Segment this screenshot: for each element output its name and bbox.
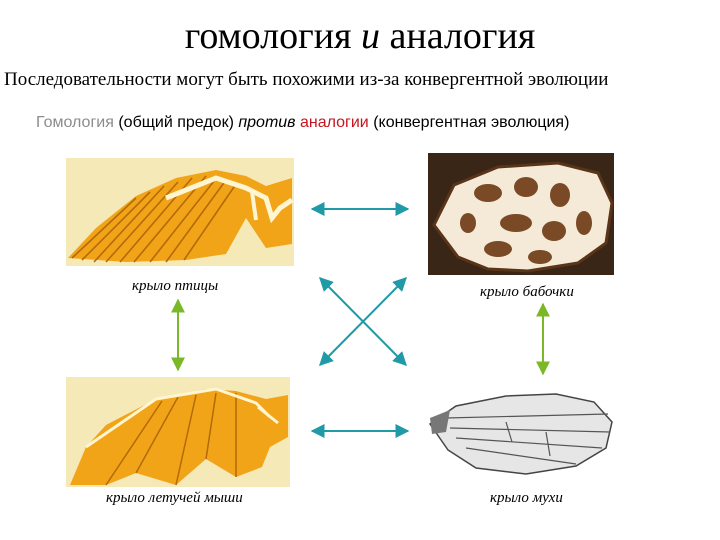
title-homology: гомология [184,15,352,57]
title-analogy: аналогия [389,15,536,57]
caption-bat-wing: крыло летучей мыши [106,490,243,506]
caption-butterfly-wing: крыло бабочки [480,284,574,300]
legend-line: Гомология (общий предок) против аналогии… [36,112,716,134]
legend-common-ancestor: (общий предок) [118,114,234,131]
analogy-arrow-diagonal-2 [319,277,407,366]
caption-fly-wing: крыло мухи [490,490,563,506]
bird-wing-image [66,158,294,266]
page-title: гомология и аналогия [0,14,720,58]
subtitle: Последовательности могут быть похожими и… [4,69,609,90]
caption-bird-wing: крыло птицы [132,278,219,294]
fly-wing-image [426,382,616,488]
butterfly-wing-image [428,153,614,275]
legend-analogy: аналогии [299,114,369,131]
legend-versus: против [238,114,296,131]
legend-homology: Гомология [36,114,114,131]
title-and: и [361,15,381,57]
bat-wing-image [66,377,290,487]
legend-convergent: (конвергентная эволюция) [373,114,570,131]
